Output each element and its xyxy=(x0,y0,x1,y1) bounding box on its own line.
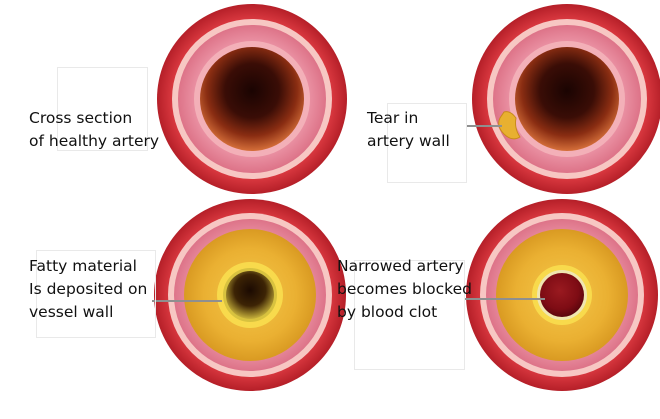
fatty-artery xyxy=(154,199,346,391)
tear-deposit xyxy=(498,111,521,140)
label-fatty-material: Fatty material Is deposited on vessel wa… xyxy=(29,255,147,324)
label-box-fatty xyxy=(36,250,156,338)
label-line: Tear in xyxy=(367,109,419,127)
label-blood-clot: Narrowed artery becomes blocked by blood… xyxy=(337,255,472,324)
clotted-artery xyxy=(466,199,658,391)
label-line: of healthy artery xyxy=(29,132,160,150)
label-healthy-artery: Cross section of healthy artery xyxy=(29,107,159,153)
label-tear: Tear in artery wall xyxy=(367,107,450,153)
torn-artery xyxy=(472,4,660,194)
label-line: Is deposited on xyxy=(29,280,148,298)
label-line: Narrowed artery xyxy=(337,257,464,275)
label-box-healthy xyxy=(57,67,148,151)
label-line: Fatty material xyxy=(29,257,137,275)
label-box-tear xyxy=(387,103,467,183)
label-line: vessel wall xyxy=(29,303,114,321)
label-line: by blood clot xyxy=(337,303,438,321)
label-box-clot xyxy=(354,260,465,370)
label-line: becomes blocked xyxy=(337,280,472,298)
label-line: Cross section xyxy=(29,109,133,127)
healthy-artery xyxy=(157,4,347,194)
label-line: artery wall xyxy=(367,132,450,150)
